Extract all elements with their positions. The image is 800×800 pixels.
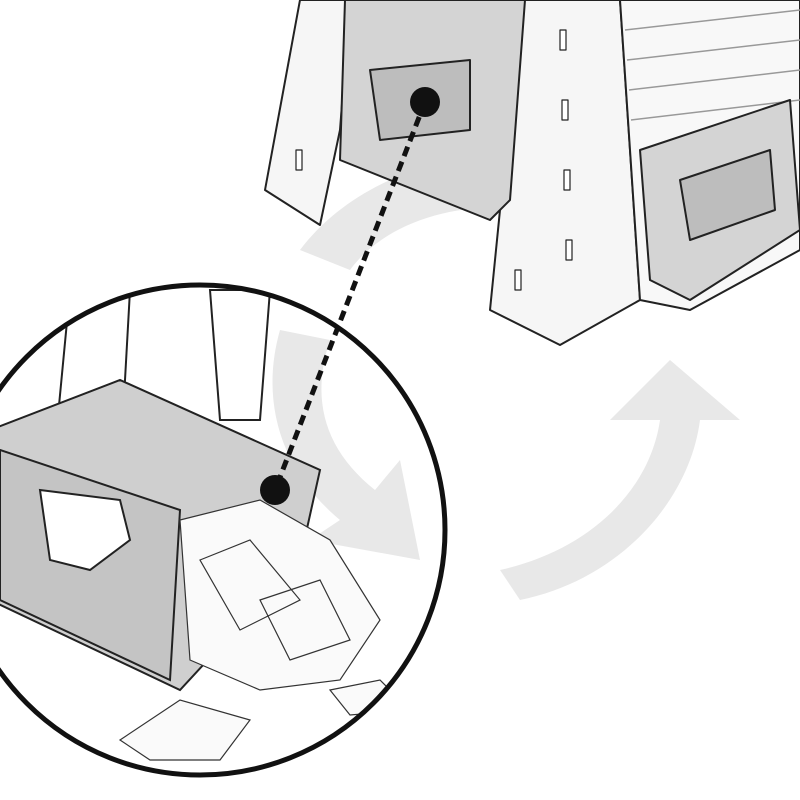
bin-left-leg <box>264 0 351 226</box>
recycle-arrow-right <box>500 360 740 600</box>
leg-right <box>208 289 272 421</box>
compost-bin <box>264 0 800 346</box>
bin-vent-slots <box>295 29 573 291</box>
bin-slats <box>624 9 800 121</box>
callout-connector <box>260 87 440 505</box>
callout-dot-bin <box>410 87 440 117</box>
bin-lower-hatch-handle[interactable] <box>679 149 776 241</box>
leaves <box>118 499 412 761</box>
dashed-callout-line <box>272 101 428 491</box>
magnifier-circle <box>0 282 448 778</box>
recycle-arrow-left <box>272 330 420 560</box>
callout-dot-magnified <box>260 475 290 505</box>
foot-on-handle <box>38 488 132 572</box>
magnified-view <box>0 282 448 778</box>
